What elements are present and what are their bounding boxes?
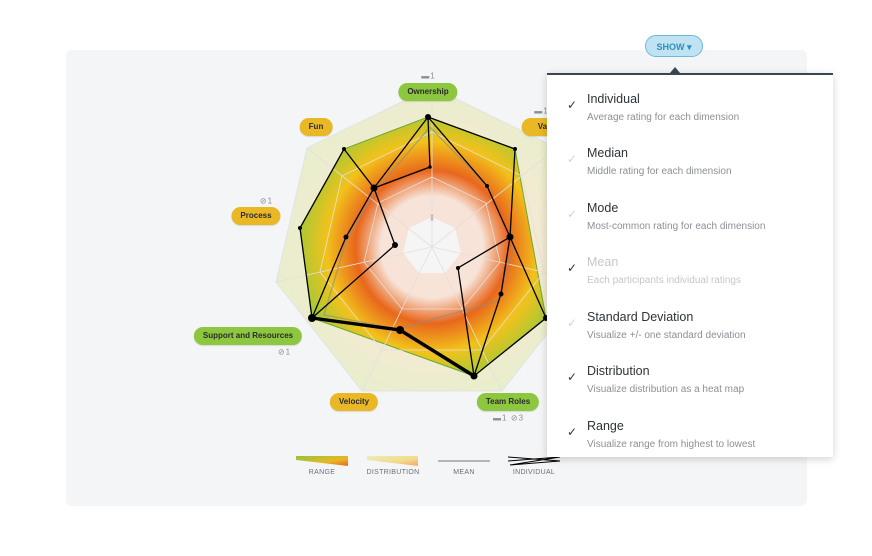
menu-item-desc: Visualize +/- one standard deviation (587, 330, 746, 341)
menu-item-individual[interactable]: ✓ Individual Average rating for each dim… (547, 79, 833, 133)
menu-item-title: Range (587, 419, 624, 433)
checkmark-icon: ✓ (567, 207, 578, 221)
support-meta: ⊘1 (278, 348, 290, 357)
comment-icon: ▬ (492, 413, 501, 423)
legend-range: RANGE (292, 456, 352, 476)
legend-range-swatch (296, 456, 348, 466)
comment-count: 1 (430, 71, 435, 81)
legend-individual-swatch (507, 456, 561, 466)
dim-label-fun[interactable]: Fun (299, 118, 333, 136)
val-comments: ▬1 (534, 107, 547, 116)
dim-label-support-and-resources[interactable]: Support and Resources (193, 327, 303, 345)
menu-item-desc: Visualize range from highest to lowest (587, 439, 756, 450)
dim-label-text: Ownership (407, 87, 449, 96)
menu-item-desc: Each participants individual ratings (587, 275, 741, 286)
legend-range-label: RANGE (308, 469, 336, 476)
ownership-comments: ▬1 (421, 72, 434, 81)
comment-icon: ▬ (534, 106, 543, 116)
comment-icon: ▬ (421, 71, 430, 81)
menu-item-desc: Middle rating for each dimension (587, 166, 732, 177)
dim-label-text: Fun (308, 122, 324, 131)
comment-count: 1 (543, 106, 548, 116)
menu-item-distribution[interactable]: ✓ Distribution Visualize distribution as… (547, 351, 833, 405)
dim-label-velocity[interactable]: Velocity (329, 393, 379, 411)
checkmark-icon: ✓ (567, 261, 578, 275)
check-count: 1 (267, 196, 273, 206)
center-marker: ᛝ (430, 214, 434, 222)
menu-item-desc: Visualize distribution as a heat map (587, 384, 745, 395)
legend-distribution: DISTRIBUTION (363, 456, 423, 476)
legend-individual-label: INDIVIDUAL (512, 469, 556, 476)
team-roles-meta: ▬1 ⊘3 (493, 414, 523, 423)
legend-individual: INDIVIDUAL (504, 456, 564, 476)
checkmark-icon: ✓ (567, 425, 578, 439)
menu-item-range[interactable]: ✓ Range Visualize range from highest to … (547, 406, 833, 460)
check-circle-icon: ⊘ (510, 413, 518, 423)
dim-label-text: Support and Resources (202, 331, 294, 340)
legend-mean-label: MEAN (453, 469, 475, 476)
menu-item-title: Mode (587, 201, 619, 215)
menu-item-standard-deviation[interactable]: ✓ Standard Deviation Visualize +/- one s… (547, 297, 833, 351)
check-circle-icon: ⊘ (277, 347, 285, 357)
show-button[interactable]: SHOW ▾ (645, 35, 703, 57)
process-meta: ⊘1 (260, 197, 272, 206)
menu-item-mode[interactable]: ✓ Mode Most-common rating for each dimen… (547, 188, 833, 242)
dim-label-text: Velocity (338, 397, 370, 406)
legend-mean: MEAN (434, 456, 494, 476)
dim-label-process[interactable]: Process (231, 207, 281, 225)
check-count: 1 (285, 347, 291, 357)
menu-item-desc: Most-common rating for each dimension (587, 221, 766, 232)
menu-item-desc: Average rating for each dimension (587, 112, 740, 123)
checkmark-icon: ✓ (567, 370, 578, 384)
checkmark-icon: ✓ (567, 152, 578, 166)
dim-label-text: Process (240, 211, 272, 220)
comment-count: 1 (501, 413, 507, 423)
menu-item-title: Individual (587, 92, 640, 106)
menu-item-median[interactable]: ✓ Median Middle rating for each dimensio… (547, 133, 833, 187)
menu-caret (670, 67, 680, 73)
check-circle-icon: ⊘ (259, 196, 267, 206)
menu-item-title: Mean (587, 255, 619, 269)
legend-distribution-swatch (367, 456, 418, 466)
menu-item-title: Median (587, 146, 628, 160)
dim-label-text: Team Roles (485, 397, 531, 406)
menu-item-title: Distribution (587, 364, 650, 378)
dim-label-team-roles[interactable]: Team Roles (476, 393, 540, 411)
radar-grid (275, 87, 589, 392)
dim-label-text: Val (537, 122, 550, 131)
menu-item-mean[interactable]: ✓ Mean Each participants individual rati… (547, 242, 833, 296)
legend-distribution-label: DISTRIBUTION (366, 469, 420, 476)
menu-item-title: Standard Deviation (587, 310, 694, 324)
check-count: 3 (518, 413, 524, 423)
show-menu: ✓ Individual Average rating for each dim… (547, 73, 833, 457)
checkmark-icon: ✓ (567, 316, 578, 330)
dim-label-ownership[interactable]: Ownership (398, 83, 458, 101)
checkmark-icon: ✓ (567, 98, 578, 112)
